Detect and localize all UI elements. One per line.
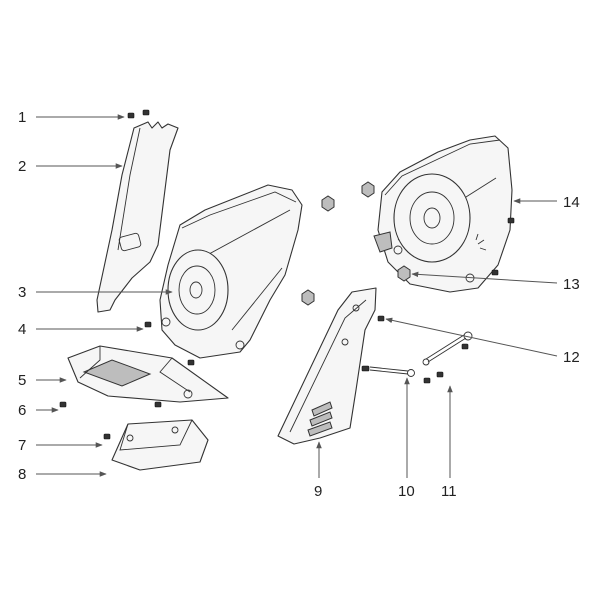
part-5-lower-tray: [59, 345, 229, 408]
part-9-side-panel: [277, 287, 377, 445]
part-14-rear-housing: [361, 135, 515, 293]
part-8-triangular-plate: [103, 419, 209, 471]
part-10-12-linkage: [361, 315, 473, 384]
part-3-pulley-cover: [159, 184, 303, 359]
part-2-bracket-plate: [96, 121, 179, 313]
leader-lines: [36, 114, 558, 478]
part-1-screws: [127, 109, 150, 119]
callout-11: 11: [441, 483, 457, 500]
callout-4: 4: [18, 321, 26, 338]
callout-labels: 1 2 3 4 5 6 7 8 9 10 11 12 13 14: [18, 109, 580, 500]
leader-13: [411, 271, 558, 284]
callout-1: 1: [18, 109, 26, 126]
part-nuts: [144, 195, 335, 366]
callout-13: 13: [563, 276, 580, 293]
leader-12: [385, 317, 558, 357]
callout-14: 14: [563, 194, 580, 211]
callout-10: 10: [398, 483, 415, 500]
callout-12: 12: [563, 349, 580, 366]
callout-5: 5: [18, 372, 26, 389]
callout-8: 8: [18, 466, 26, 483]
callout-2: 2: [18, 158, 26, 175]
callout-6: 6: [18, 402, 26, 419]
callout-9: 9: [314, 483, 322, 500]
callout-7: 7: [18, 437, 26, 454]
callout-3: 3: [18, 284, 26, 301]
